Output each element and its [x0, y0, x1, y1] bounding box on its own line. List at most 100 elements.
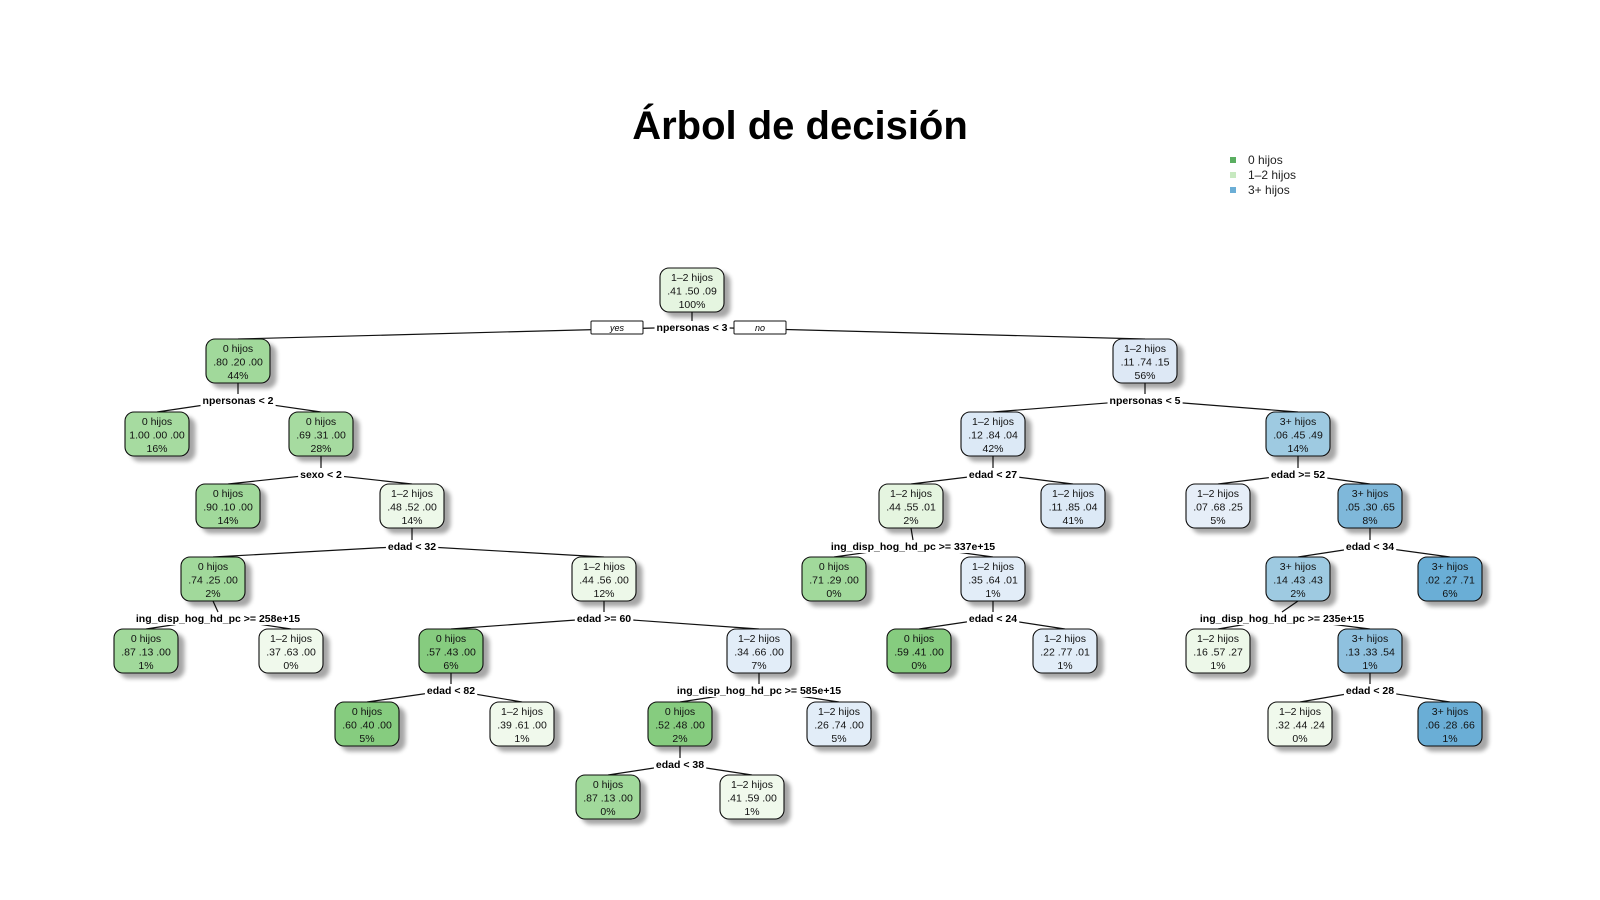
split-label: npersonas < 3: [657, 322, 728, 334]
split-label: edad >= 60: [577, 613, 631, 625]
node-box: [571, 556, 637, 602]
node-probabilities: .87 .13 .00: [121, 647, 171, 659]
node-class-label: 0 hijos: [819, 561, 849, 573]
node-percentage: 16%: [146, 443, 167, 455]
node-percentage: 5%: [359, 733, 374, 745]
tree-node: 0 hijos.52 .48 .002%: [647, 701, 713, 747]
split-label: ing_disp_hog_hd_pc >= 235e+15: [1200, 613, 1364, 625]
split-label-background: [424, 685, 478, 697]
node-class-label: 1–2 hijos: [738, 633, 780, 645]
node-probabilities: .02 .27 .71: [1425, 575, 1475, 587]
split-label: ing_disp_hog_hd_pc >= 585e+15: [677, 685, 841, 697]
split-label: edad < 38: [656, 759, 704, 771]
node-percentage: 2%: [205, 588, 220, 600]
node-class-label: 0 hijos: [593, 779, 623, 791]
split-label-background: [966, 613, 1020, 625]
node-probabilities: .34 .66 .00: [734, 647, 784, 659]
node-probabilities: .57 .43 .00: [426, 647, 476, 659]
node-probabilities: .06 .28 .66: [1425, 720, 1475, 732]
split-label: sexo < 2: [300, 469, 342, 481]
node-percentage: 2%: [903, 515, 918, 527]
tree-node: 0 hijos.74 .25 .002%: [180, 556, 246, 602]
node-probabilities: .05 .30 .65: [1345, 502, 1395, 514]
tree-node: 0 hijos.59 .41 .000%: [886, 628, 952, 674]
tree-node: 0 hijos.71 .29 .000%: [801, 556, 867, 602]
yes-no-box: [733, 320, 787, 335]
node-percentage: 0%: [1292, 733, 1307, 745]
legend-label: 1–2 hijos: [1248, 168, 1296, 182]
node-probabilities: .26 .74 .00: [814, 720, 864, 732]
split-label-background: [1343, 541, 1397, 553]
node-class-label: 0 hijos: [904, 633, 934, 645]
legend-swatch: [1230, 157, 1236, 163]
node-class-label: 3+ hijos: [1352, 488, 1388, 500]
node-class-label: 3+ hijos: [1280, 416, 1316, 428]
edge-line: [411, 545, 605, 558]
node-box: [801, 556, 867, 602]
node-probabilities: .71 .29 .00: [809, 575, 859, 587]
tree-node: 3+ hijos .05 .30 .658%: [1337, 483, 1403, 529]
node-class-label: 1–2 hijos: [972, 416, 1014, 428]
node-percentage: 8%: [1362, 515, 1377, 527]
node-class-label: 1–2 hijos: [1124, 343, 1166, 355]
tree-node: 3+ hijos.14 .43 .432%: [1265, 556, 1331, 602]
split-label-background: [653, 759, 707, 771]
node-percentage: 0%: [911, 660, 926, 672]
node-class-label: 3+ hijos: [1280, 561, 1316, 573]
node-class-label: 0 hijos: [198, 561, 228, 573]
node-percentage: 7%: [751, 660, 766, 672]
node-probabilities: .80 .20 .00: [213, 357, 263, 369]
node-box: [1265, 556, 1331, 602]
split-label-background: [828, 541, 998, 553]
node-box: [1032, 628, 1098, 674]
no-label: no: [755, 323, 765, 333]
node-probabilities: .22 .77 .01: [1040, 647, 1090, 659]
node-box: [1185, 483, 1251, 529]
tree-node: 1–2 hijos.35 .64 .011%: [960, 556, 1026, 602]
legend-label: 3+ hijos: [1248, 183, 1290, 197]
node-percentage: 1%: [514, 733, 529, 745]
node-percentage: 44%: [227, 370, 248, 382]
node-probabilities: .48 .52 .00: [387, 502, 437, 514]
chart-title: Árbol de decisión: [632, 103, 968, 148]
node-class-label: 1–2 hijos: [818, 706, 860, 718]
node-probabilities: .13 .33 .54: [1345, 647, 1395, 659]
node-percentage: 14%: [1287, 443, 1308, 455]
split-label-background: [133, 613, 303, 625]
node-box: [1267, 701, 1333, 747]
split-label: edad >= 52: [1271, 469, 1325, 481]
node-percentage: 12%: [593, 588, 614, 600]
tree-node: 0 hijos.60 .40 .005%: [334, 701, 400, 747]
node-box: [288, 411, 354, 457]
node-percentage: 1%: [1057, 660, 1072, 672]
tree-node: 1–2 hijos.44 .55 .012%: [878, 483, 944, 529]
edge-line: [212, 600, 219, 613]
node-box: [124, 411, 190, 457]
split-label-background: [385, 541, 439, 553]
node-box: [489, 701, 555, 747]
node-probabilities: .32 .44 .24: [1275, 720, 1325, 732]
node-box: [1040, 483, 1106, 529]
node-probabilities: .69 .31 .00: [296, 430, 346, 442]
node-class-label: 1–2 hijos: [1279, 706, 1321, 718]
node-probabilities: .06 .45 .49: [1273, 430, 1323, 442]
node-probabilities: .11 .85 .04: [1049, 502, 1098, 514]
node-class-label: 1–2 hijos: [583, 561, 625, 573]
node-box: [1337, 628, 1403, 674]
node-class-label: 1–2 hijos: [1044, 633, 1086, 645]
node-probabilities: .07 .68 .25: [1193, 502, 1243, 514]
node-percentage: 1%: [1210, 660, 1225, 672]
split-label-background: [674, 685, 844, 697]
node-percentage: 41%: [1062, 515, 1083, 527]
edge-line: [910, 527, 914, 541]
node-probabilities: .41 .50 .09: [667, 286, 717, 298]
node-probabilities: .60 .40 .00: [342, 720, 392, 732]
